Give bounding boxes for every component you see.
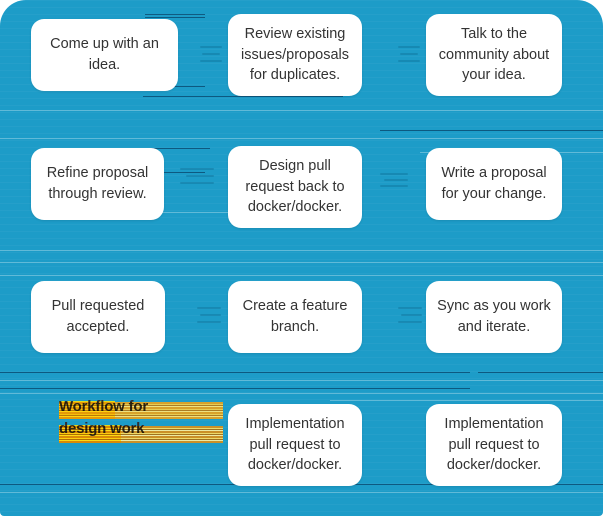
node-pull-requested-accepted[interactable]: Pull requested accepted. [31,281,165,353]
artifact-streak [145,17,205,18]
artifact-streak [0,110,603,111]
node-talk-to-community[interactable]: Talk to the community about your idea. [426,14,562,96]
artifact-streak [0,262,603,263]
arrow-n8-n7 [197,303,227,327]
node-create-feature-branch[interactable]: Create a feature branch. [228,281,362,353]
node-implementation-pr-2[interactable]: Implementation pull request to docker/do… [426,404,562,486]
artifact-streak [0,393,603,394]
artifact-streak [0,138,603,139]
arrow-n2-n3 [398,42,424,66]
arrow-n9-n8 [398,303,428,327]
node-implementation-pr-1[interactable]: Implementation pull request to docker/do… [228,404,362,486]
node-design-pull-request[interactable]: Design pull request back to docker/docke… [228,146,362,228]
artifact-streak [150,148,210,149]
artifact-streak [0,372,470,373]
arrow-n5-n4 [180,165,220,189]
workflow-title-block: Workflow for design work [59,396,223,450]
arrow-n6-n5 [380,170,414,190]
artifact-streak [380,130,603,131]
node-refine-proposal[interactable]: Refine proposal through review. [31,148,164,220]
artifact-streak [0,275,603,276]
arrow-n1-n2 [200,42,226,66]
workflow-title-text: Workflow for design work [59,398,148,438]
artifact-streak [0,380,603,381]
node-write-a-proposal[interactable]: Write a proposal for your change. [426,148,562,220]
node-come-up-with-idea[interactable]: Come up with an idea. [31,19,178,91]
artifact-streak [145,14,205,15]
artifact-streak [0,250,603,251]
artifact-streak [0,492,603,493]
artifact-streak [143,96,343,97]
artifact-streak [0,388,470,389]
node-review-existing-issues[interactable]: Review existing issues/proposals for dup… [228,14,362,96]
node-sync-as-you-work[interactable]: Sync as you work and iterate. [426,281,562,353]
artifact-streak [478,372,603,373]
artifact-streak [330,400,603,401]
